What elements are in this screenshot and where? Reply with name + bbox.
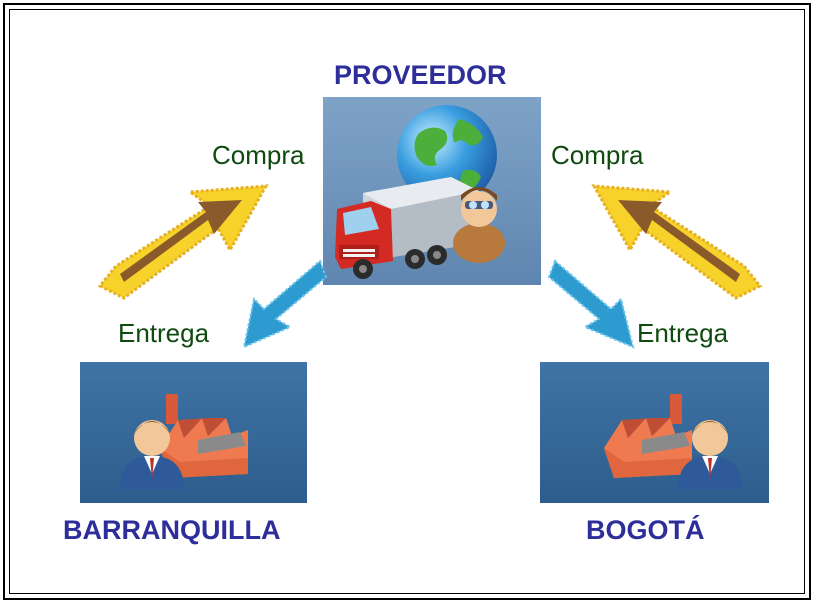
left-purchase-label: Compra (212, 140, 305, 170)
right-city-tile (540, 362, 769, 503)
left-purchase-arrow (90, 170, 290, 300)
right-purchase-label: Compra (551, 140, 644, 170)
left-city-tile (80, 362, 307, 503)
truck-globe-person-icon (323, 97, 541, 285)
up-arrow-icon (591, 184, 763, 300)
supplier-tile (323, 97, 541, 285)
left-delivery-label: Entrega (118, 318, 210, 348)
right-city-title: BOGOTÁ (586, 515, 705, 545)
left-delivery-arrow (240, 255, 330, 350)
right-delivery-label: Entrega (637, 318, 729, 348)
left-city-title: BARRANQUILLA (63, 515, 281, 545)
diagram-inner-border (9, 9, 805, 594)
supplier-title: PROVEEDOR (334, 60, 507, 90)
right-purchase-arrow (560, 170, 770, 300)
factory-person-icon (540, 362, 769, 503)
up-arrow-icon (97, 184, 269, 300)
right-delivery-arrow (545, 255, 640, 350)
diagram-outer-border (3, 3, 811, 600)
down-arrow-icon (547, 259, 635, 349)
down-arrow-icon (242, 259, 328, 349)
factory-person-icon (80, 362, 307, 503)
